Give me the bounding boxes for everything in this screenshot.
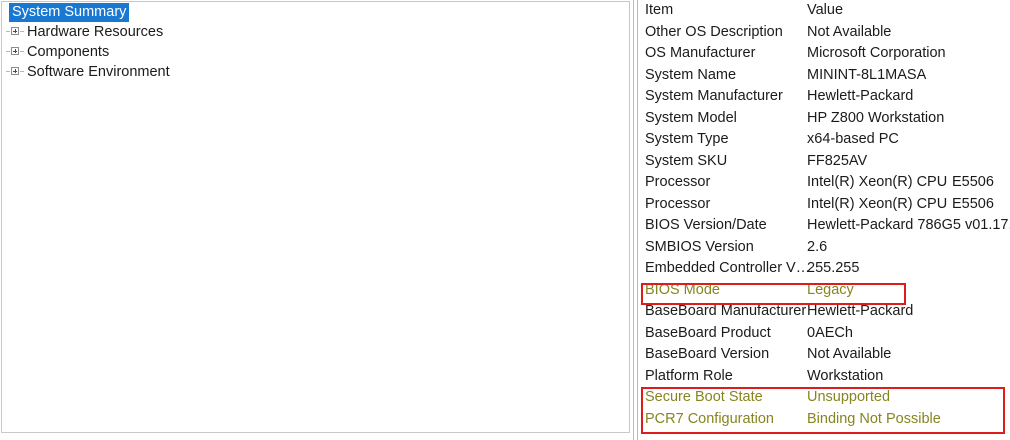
table-row-bios-mode[interactable]: BIOS Mode Legacy bbox=[639, 280, 1010, 302]
tree-item-components-label: Components bbox=[27, 44, 110, 61]
row-item-label: Secure Boot State bbox=[645, 389, 763, 405]
row-item-value: Not Available bbox=[807, 23, 892, 40]
row-item-value: Legacy bbox=[807, 281, 854, 298]
table-row[interactable]: BaseBoard Version Not Available bbox=[639, 344, 1010, 366]
row-item-value: Hewlett-Packard bbox=[807, 303, 914, 319]
row-item-label: BIOS Version/Date bbox=[645, 217, 767, 233]
row-item-value: Workstation bbox=[807, 367, 884, 384]
table-row[interactable]: System Manufacturer Hewlett-Packard bbox=[639, 86, 1010, 108]
row-item-value: Binding Not Possible bbox=[807, 410, 941, 427]
navigation-tree-panel[interactable]: System Summary Hardware Resources Compon… bbox=[1, 1, 630, 433]
row-item-value: Not Available bbox=[807, 346, 892, 362]
row-item-value: MININT-8L1MASA bbox=[807, 66, 927, 83]
row-item-label: OS Manufacturer bbox=[645, 45, 756, 61]
row-item-value-overflow: E5506 bbox=[952, 174, 994, 190]
row-item-value: 255.255 bbox=[807, 260, 860, 276]
row-item-label: System Type bbox=[645, 131, 729, 147]
row-item-label: SMBIOS Version bbox=[645, 238, 754, 255]
table-row[interactable]: Other OS Description Not Available bbox=[639, 22, 1010, 44]
row-item-label: PCR7 Configuration bbox=[645, 410, 774, 427]
list-header-row[interactable]: Item Value bbox=[639, 0, 1010, 22]
table-row[interactable]: Processor Intel(R) Xeon(R) CPU E5506 bbox=[639, 172, 1010, 194]
row-item-value: HP Z800 Workstation bbox=[807, 109, 945, 126]
row-item-label: BaseBoard Manufacturer bbox=[645, 303, 807, 319]
table-row[interactable]: System Model HP Z800 Workstation bbox=[639, 108, 1010, 130]
table-row[interactable]: Platform Role Workstation bbox=[639, 366, 1010, 388]
tree-item-software-environment[interactable]: Software Environment bbox=[2, 62, 629, 82]
row-item-value: 2.6 bbox=[807, 238, 828, 255]
panel-divider-edge bbox=[637, 0, 638, 440]
table-row[interactable]: System SKU FF825AV bbox=[639, 151, 1010, 173]
row-item-label: Platform Role bbox=[645, 367, 733, 384]
row-item-label: System Manufacturer bbox=[645, 88, 783, 104]
row-item-label: BaseBoard Product bbox=[645, 324, 771, 341]
table-row[interactable]: OS Manufacturer Microsoft Corporation bbox=[639, 43, 1010, 65]
tree-item-system-summary-label: System Summary bbox=[9, 3, 130, 22]
table-row[interactable]: System Name MININT-8L1MASA bbox=[639, 65, 1010, 87]
row-item-value: Intel(R) Xeon(R) CPU bbox=[807, 195, 948, 212]
table-row[interactable]: BIOS Version/Date Hewlett-Packard 786G5 … bbox=[639, 215, 1010, 237]
tree-item-components[interactable]: Components bbox=[2, 42, 629, 62]
tree-item-hardware-resources-label: Hardware Resources bbox=[27, 24, 164, 41]
column-header-item[interactable]: Item bbox=[645, 2, 674, 18]
row-item-value: Hewlett-Packard 786G5 v01.17, 8/ bbox=[807, 217, 1010, 233]
table-row[interactable]: BaseBoard Product 0AECh bbox=[639, 323, 1010, 345]
row-item-value: x64-based PC bbox=[807, 131, 899, 147]
table-row-secure-boot-state[interactable]: Secure Boot State Unsupported bbox=[639, 387, 1010, 409]
table-row-pcr7-configuration[interactable]: PCR7 Configuration Binding Not Possible bbox=[639, 409, 1010, 431]
row-item-label: System SKU bbox=[645, 152, 728, 169]
table-row[interactable]: Processor Intel(R) Xeon(R) CPU E5506 bbox=[639, 194, 1010, 216]
table-row[interactable]: System Type x64-based PC bbox=[639, 129, 1010, 151]
row-item-label: Embedded Controller V… bbox=[645, 260, 811, 276]
row-item-label: Processor bbox=[645, 195, 711, 212]
row-item-value-overflow: E5506 bbox=[952, 195, 994, 212]
row-item-value: Microsoft Corporation bbox=[807, 45, 946, 61]
row-item-value: FF825AV bbox=[807, 152, 868, 169]
row-item-label: BIOS Mode bbox=[645, 281, 720, 298]
row-item-value: Intel(R) Xeon(R) CPU bbox=[807, 174, 948, 190]
panel-divider[interactable] bbox=[633, 0, 634, 440]
details-list-panel[interactable]: Item Value Other OS Description Not Avai… bbox=[639, 0, 1010, 440]
table-row[interactable]: BaseBoard Manufacturer Hewlett-Packard bbox=[639, 301, 1010, 323]
plus-box-icon[interactable] bbox=[6, 26, 24, 37]
row-item-value: Hewlett-Packard bbox=[807, 88, 914, 104]
table-row[interactable]: SMBIOS Version 2.6 bbox=[639, 237, 1010, 259]
column-header-value[interactable]: Value bbox=[807, 2, 844, 18]
row-item-value: Unsupported bbox=[807, 389, 891, 405]
table-row[interactable]: Embedded Controller V… 255.255 bbox=[639, 258, 1010, 280]
row-item-label: BaseBoard Version bbox=[645, 346, 770, 362]
row-item-label: System Model bbox=[645, 109, 737, 126]
row-item-label: System Name bbox=[645, 66, 737, 83]
row-item-label: Other OS Description bbox=[645, 23, 783, 40]
tree-item-hardware-resources[interactable]: Hardware Resources bbox=[2, 22, 629, 42]
row-item-label: Processor bbox=[645, 174, 711, 190]
tree-item-software-environment-label: Software Environment bbox=[27, 64, 170, 81]
tree-item-system-summary[interactable]: System Summary bbox=[2, 2, 629, 22]
plus-box-icon[interactable] bbox=[6, 66, 24, 77]
row-item-value: 0AECh bbox=[807, 324, 853, 341]
plus-box-icon[interactable] bbox=[6, 46, 24, 57]
